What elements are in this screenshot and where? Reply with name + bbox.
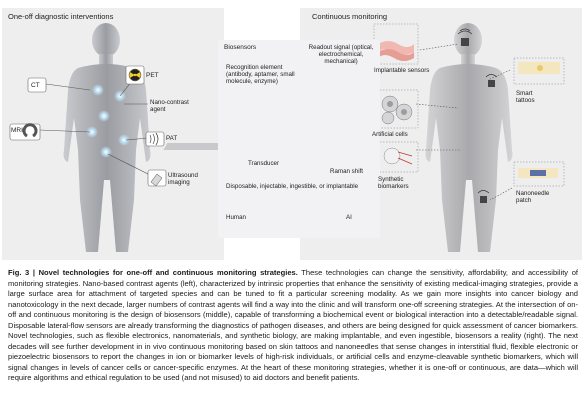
label-ct: CT — [31, 82, 40, 89]
caption-title: Fig. 3 | Novel technologies for one-off … — [8, 268, 298, 277]
recognition-label: Recognition element (antibody, aptamer, … — [226, 64, 295, 86]
wireless-icon-head — [457, 28, 473, 46]
label-pat: PAT — [166, 135, 178, 142]
label-mri: MRI — [11, 127, 23, 134]
figure-caption: Fig. 3 | Novel technologies for one-off … — [8, 268, 578, 384]
label-pet: PET — [146, 72, 159, 79]
label-nanoneedle: Nanoneedle patch — [516, 190, 550, 205]
raman-label: Raman shift — [330, 168, 364, 175]
biosensor-types-label: Disposable, injectable, ingestible, or i… — [226, 183, 359, 190]
ultrasound-probe-icon — [147, 169, 167, 187]
ct-icon — [27, 77, 47, 93]
label-synthetic-biomarkers: Synthetic biomarkers — [378, 176, 409, 191]
wireless-icon-leg — [477, 190, 490, 203]
label-nano-contrast: Nano-contrast agent — [150, 99, 189, 114]
smart-tattoo — [513, 57, 565, 85]
implantable-sensor-skin — [373, 23, 419, 65]
transducer-label: Transducer — [248, 160, 280, 167]
nanoneedle-patch — [513, 161, 565, 187]
human-figure-right — [425, 23, 513, 252]
label-implantable: Implantable sensors — [374, 67, 430, 74]
biosensors-title: Biosensors — [224, 44, 257, 51]
synthetic-biomarkers — [373, 141, 419, 173]
human-label: Human — [226, 214, 246, 221]
label-artificial-cells: Artificial cells — [372, 131, 408, 138]
artificial-cells — [373, 89, 419, 129]
ai-label: AI — [346, 214, 352, 221]
label-smart-tattoos: Smart tattoos — [516, 90, 535, 105]
label-ultrasound: Ultrasound imaging — [168, 172, 198, 187]
caption-body: These technologies can change the sensit… — [8, 268, 578, 383]
readout-label: Readout signal (optical, electrochemical… — [308, 44, 374, 66]
biosensors-panel — [218, 40, 380, 238]
wireless-icon-arm — [485, 74, 498, 87]
radiation-icon — [125, 65, 145, 85]
left-panel-title: One-off diagnostic interventions — [8, 12, 114, 21]
magnet-icon — [9, 123, 41, 141]
right-panel-title: Continuous monitoring — [312, 12, 388, 21]
pat-icon — [145, 131, 165, 147]
